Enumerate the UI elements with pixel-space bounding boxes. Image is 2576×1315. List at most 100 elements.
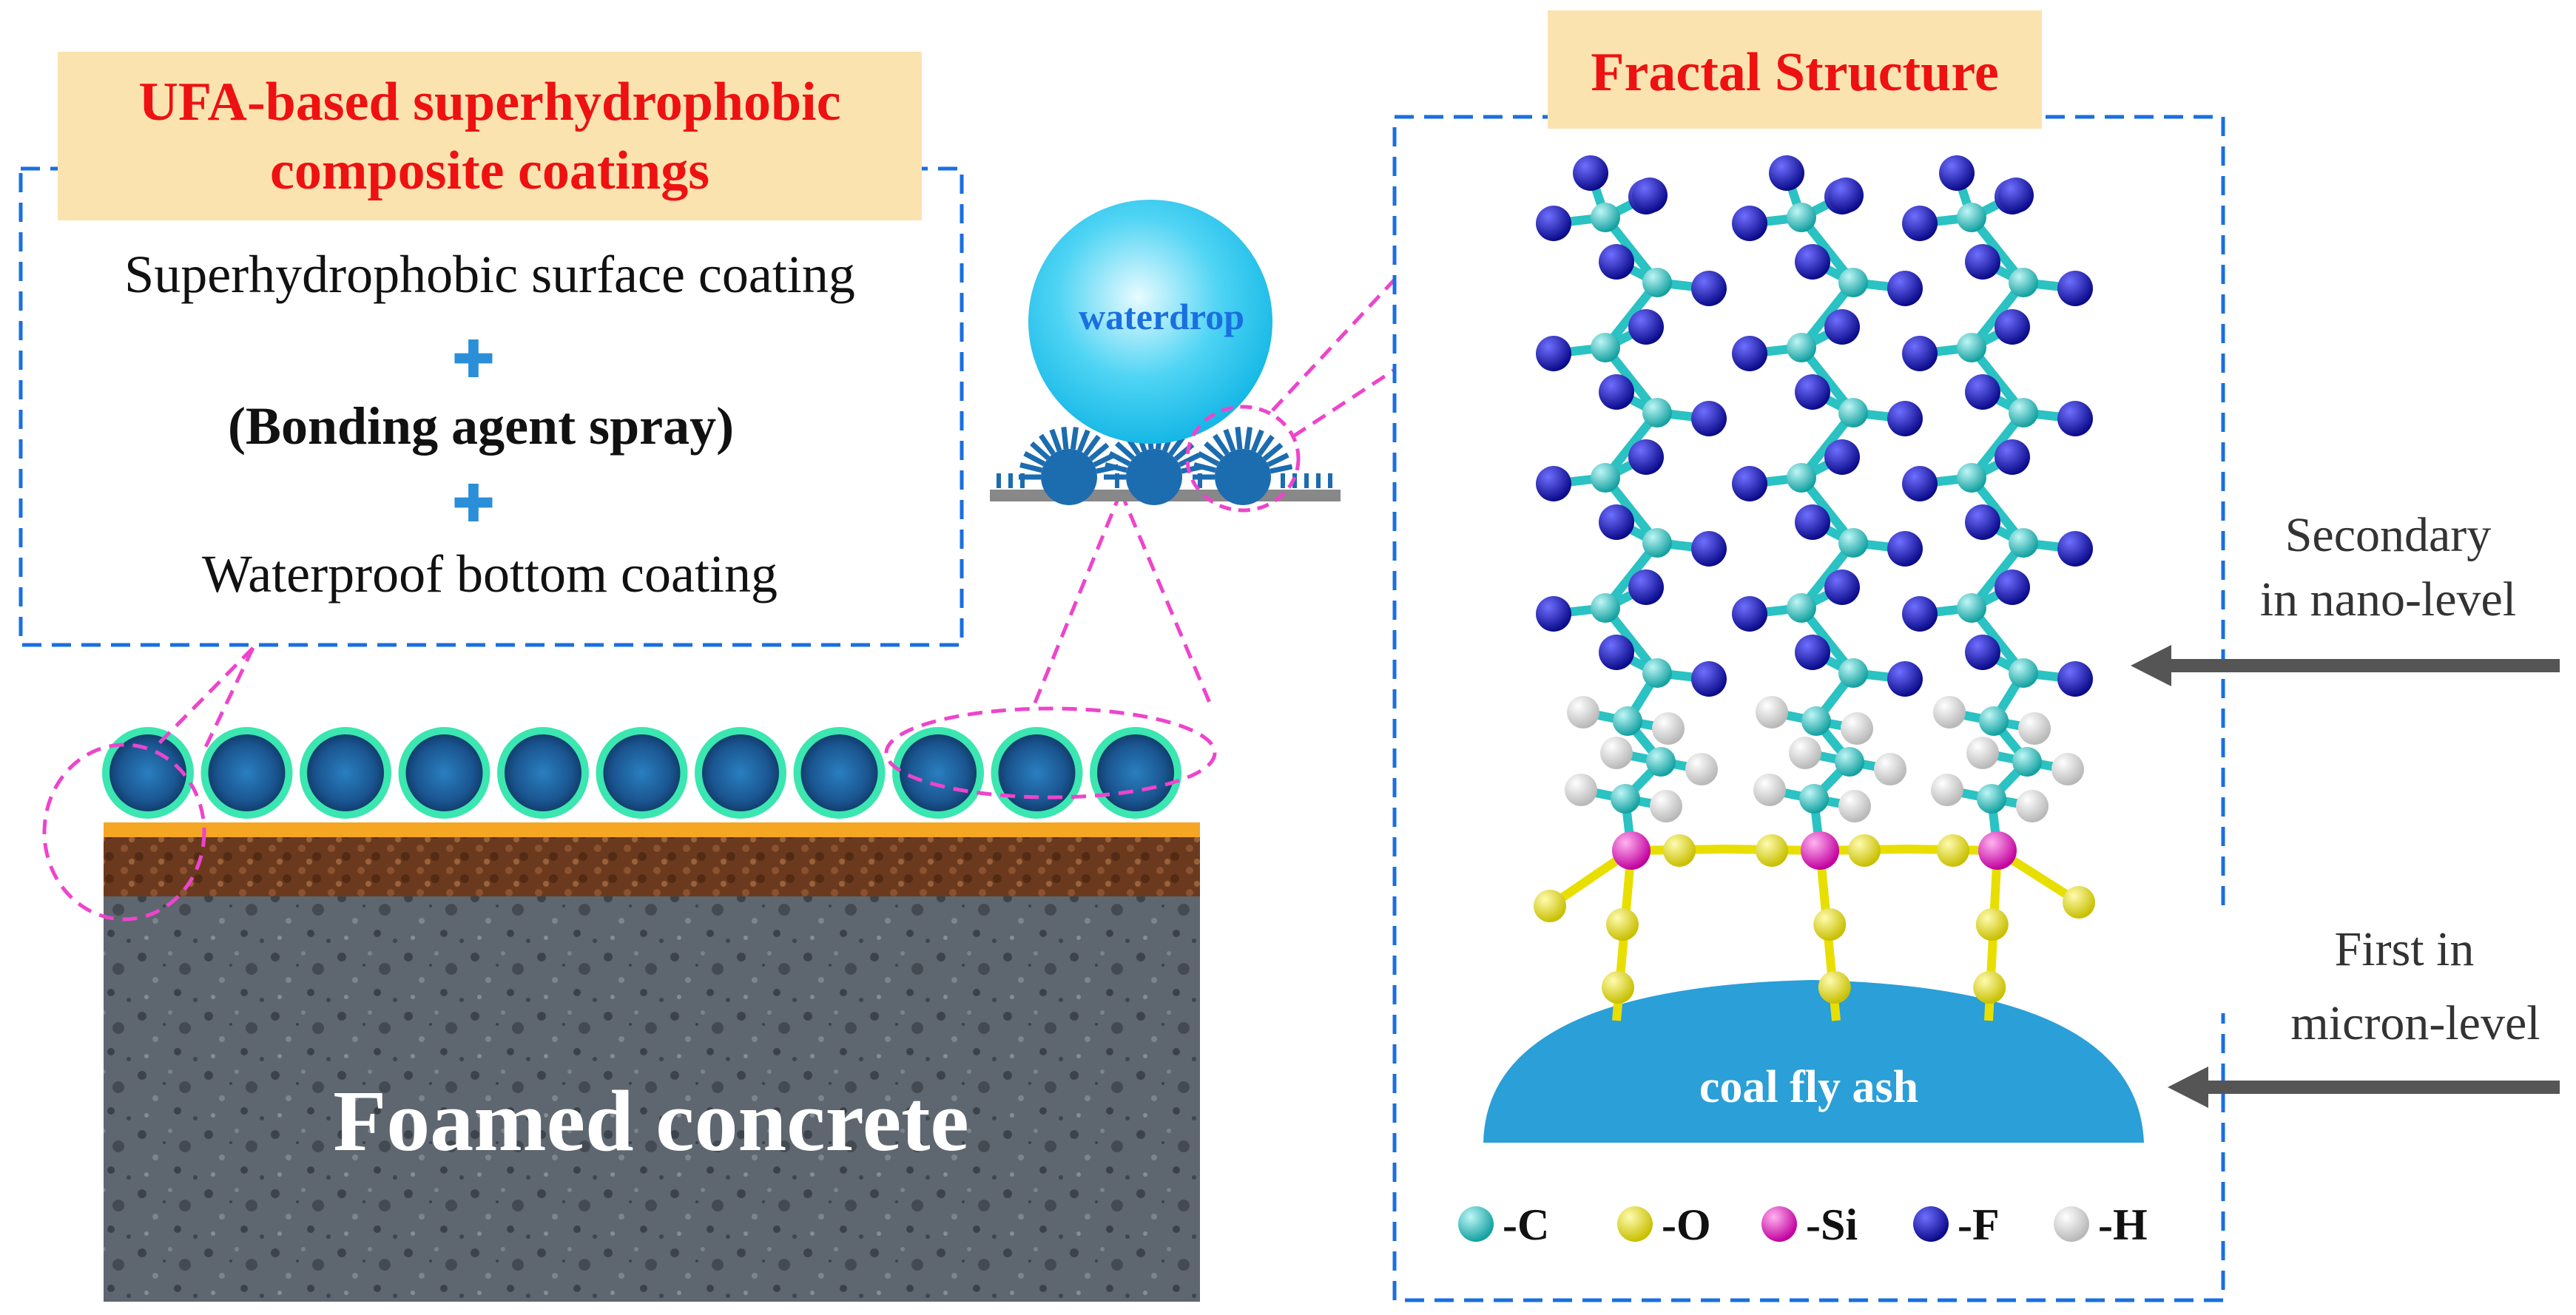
oxygen-atom [1937,834,1969,867]
coating-title-line2: composite coatings [270,141,709,201]
atom-legend: -C-O-Si-F-H [1458,1200,2148,1249]
bead-core [208,734,286,811]
hydrogen-atom [1565,774,1597,806]
hair-strand [1023,450,1046,467]
hydrogen-atom [1600,737,1633,769]
fluorine-atom [1691,531,1727,567]
fluorine-atom [1887,661,1923,697]
carbon-atom [1591,203,1620,232]
fluorine-atom [2057,661,2093,697]
hair-strand [1076,429,1090,453]
carbon-atom [1613,706,1642,736]
hair-strand [1270,464,1293,474]
carbon-atom [1838,528,1868,558]
fluorine-atom [1995,439,2030,475]
fluorine-atom [1628,309,1664,345]
hydrogen-atom [2018,712,2051,745]
carbon-atom [1838,268,1868,297]
fluorine-atom [1902,336,1938,371]
fluorine-atom [1536,596,1571,632]
fluorine-atom [1995,569,2030,605]
legend-label-f: -F [1958,1200,2000,1249]
carbon-atom [2009,398,2038,427]
bead-core [307,734,384,811]
fluorine-atom [2057,531,2093,567]
first-label-line2: micron-level [2290,996,2540,1050]
hair-strand [1061,427,1069,450]
plus-icon: ✚ [452,332,496,389]
oxygen-atom [1975,908,2009,941]
hydrogen-atom [2016,790,2049,822]
hydrogen-atom [1966,737,1999,769]
carbon-atom [1591,333,1620,362]
hair-strand [1250,429,1264,453]
callout-connector [1030,491,1123,711]
carbon-atom [1787,333,1816,362]
carbon-atom [1787,463,1816,493]
carbon-atom [1957,463,1986,493]
fluorine-atom [1732,336,1767,371]
first-arrow-head [2168,1066,2208,1108]
hair-strand [1204,441,1224,461]
fluorine-atom [1824,569,1860,605]
bead-core [1097,734,1174,811]
hydrogen-atom [1838,790,1871,822]
fluorine-atom [1902,596,1938,632]
waterdrop-circle [1028,200,1272,444]
bead-core [800,734,878,811]
callout-connector [1292,368,1396,439]
fluorine-atom [1995,309,2030,345]
callout-ellipse-left [42,743,206,922]
fluorine-atom [1939,155,1975,191]
hydrogen-atom [1841,712,1873,745]
hair-strand [1105,462,1127,473]
carbon-atom [1838,398,1868,427]
hair-strand [1039,433,1056,456]
hydrogen-atom [1931,774,1963,806]
fluorine-atom [1887,401,1923,436]
bonding-agent-layer [104,822,1200,837]
silicon-atom [1801,831,1839,870]
carbon-atom [1591,593,1620,623]
hydrogen-atom [1874,753,1906,785]
legend-swatch-c [1458,1206,1494,1242]
carbon-atom [1787,203,1816,232]
fluorine-atom [1732,206,1767,241]
bead-core [603,734,681,811]
fractal-title-bg [1548,10,2042,129]
oxygen-atom [1848,834,1881,867]
hair-strand [1193,462,1216,473]
hairy-particle-core [1126,449,1182,505]
hair-strand [1267,453,1289,467]
hydrogen-atom [1753,774,1786,806]
callout-connector [1271,278,1396,412]
fluorine-atom [1965,374,2000,410]
fluorine-atom [1887,271,1923,306]
fluorine-atom [1536,466,1571,501]
fluorine-atom [1887,531,1923,567]
carbon-atom [2009,658,2038,688]
bead-core [900,734,977,811]
fractal-title: Fractal Structure [1591,42,1998,103]
bead-core [702,734,779,811]
callout-connector [1119,491,1212,703]
fluorine-atom [1691,661,1727,697]
coating-title-bg [58,52,922,220]
legend-label-si: -Si [1806,1200,1858,1249]
legend-label-o: -O [1662,1200,1711,1249]
fluorine-atom [1573,155,1608,191]
hair-strand [1083,434,1101,456]
fluorine-atom [1536,206,1571,241]
bead-core [505,734,581,811]
fluorine-atom [1902,206,1938,241]
silicon-atom [1978,831,2017,870]
fluorine-atom [1795,635,1830,670]
hair-strand [1262,442,1284,462]
bottom-coating-layer [104,836,1200,896]
fluorine-atom [1824,439,1860,475]
legend-swatch-h [2054,1206,2089,1242]
carbon-atom [1646,747,1676,777]
hair-strand [1115,441,1136,461]
layer-bottom-label: Waterproof bottom coating [202,544,778,604]
